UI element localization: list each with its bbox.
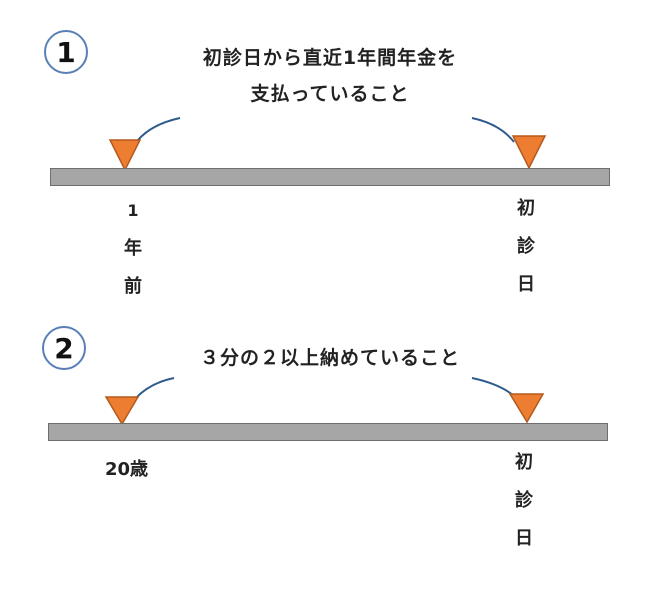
right-label-1-char: 診 bbox=[517, 236, 535, 257]
right-label-1-char: 初 bbox=[517, 198, 535, 219]
arc-right-2 bbox=[471, 377, 515, 397]
marker-left-1 bbox=[108, 139, 142, 172]
right-label-1-char: 日 bbox=[517, 274, 535, 295]
arc-left-1 bbox=[137, 117, 181, 141]
caption-2-line-1: ３分の２以上納めていること bbox=[199, 347, 460, 369]
right-label-1: 初 診 日 bbox=[511, 190, 541, 304]
left-label-1: 1 年 前 bbox=[118, 192, 148, 306]
right-label-2-char: 診 bbox=[515, 490, 533, 511]
left-label-1-char: 前 bbox=[124, 276, 142, 297]
marker-left-2 bbox=[104, 396, 140, 426]
marker-right-2 bbox=[508, 393, 545, 424]
timeline-bar-2 bbox=[48, 423, 608, 441]
caption-2: ３分の２以上納めていること bbox=[170, 340, 490, 376]
section-number-circle-2: 2 bbox=[42, 326, 86, 370]
section-number-2: 2 bbox=[54, 331, 74, 365]
section-number-1: 1 bbox=[56, 35, 76, 69]
timeline-bar-1 bbox=[50, 168, 610, 186]
left-label-2: 20歳 bbox=[105, 459, 149, 480]
caption-1-line-2: 支払っていること bbox=[250, 83, 410, 105]
left-label-1-char: 年 bbox=[124, 238, 142, 259]
marker-right-1 bbox=[511, 135, 547, 170]
caption-1-line-1: 初診日から直近1年間年金を bbox=[202, 47, 458, 69]
right-label-2-char: 日 bbox=[515, 528, 533, 549]
right-label-2: 初 診 日 bbox=[509, 444, 539, 558]
left-label-1-char: 1 bbox=[127, 201, 139, 220]
right-label-2-char: 初 bbox=[515, 452, 533, 473]
caption-1: 初診日から直近1年間年金を 支払っていること bbox=[170, 40, 490, 112]
arc-right-1 bbox=[471, 117, 515, 143]
arc-left-2 bbox=[135, 377, 175, 399]
section-number-circle-1: 1 bbox=[44, 30, 88, 74]
